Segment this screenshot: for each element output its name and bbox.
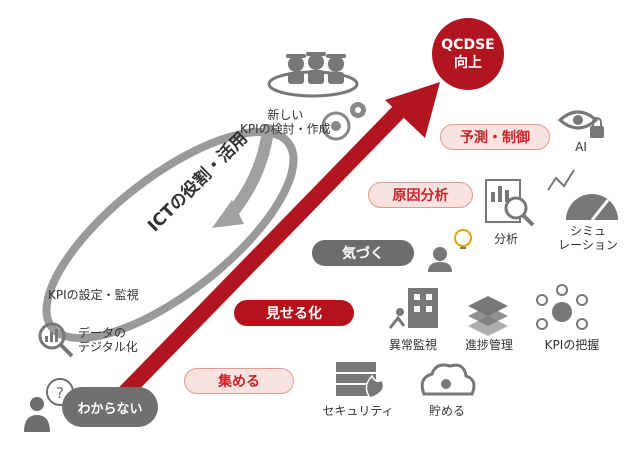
- cloud-icon: [420, 363, 476, 396]
- kpi-setting-label: KPIの設定・監視: [48, 288, 139, 302]
- gauge-icon: [547, 169, 618, 221]
- tool-progress: 進捗管理: [464, 338, 513, 352]
- tool-simulation: シミュ レーション: [555, 224, 621, 252]
- stage-visualize: 見せる化: [234, 300, 354, 326]
- svg-text:?: ?: [56, 384, 64, 402]
- main-arrow: [104, 82, 440, 414]
- digital-line2: デジタル化: [78, 340, 138, 354]
- tool-kpi-grasp: KPIの把握: [544, 338, 600, 352]
- tool-security: セキュリティ: [322, 404, 394, 418]
- start-label: わからない: [77, 401, 143, 417]
- lightbulb-user-icon: [428, 229, 472, 272]
- magnifier-chart-icon: [38, 322, 74, 358]
- kpi-hub-icon: [536, 284, 588, 330]
- tool-analysis: 分析: [493, 232, 518, 246]
- tool-anomaly: 異常監視: [388, 338, 437, 352]
- firewall-icon: [336, 362, 385, 399]
- new-kpi-label: 新しい KPIの検討・作成: [240, 108, 331, 136]
- digital-line1: データの: [78, 326, 127, 340]
- goal-circle: QCDSE 向上: [432, 18, 504, 90]
- tool-store: 貯める: [428, 404, 465, 418]
- cycle-ellipse: [42, 127, 298, 343]
- new-kpi-line2: KPIの検討・作成: [240, 122, 331, 136]
- workers-icon: [267, 52, 359, 98]
- digital-label: データの デジタル化: [78, 326, 138, 354]
- cycle-arrow: [212, 124, 274, 228]
- goal-line1: QCDSE: [441, 37, 495, 53]
- analysis-icon: [485, 179, 535, 227]
- tool-ai: AI: [575, 140, 587, 154]
- stage-cause: 原因分析: [368, 182, 473, 208]
- layers-icon: [468, 296, 508, 336]
- ai-eye-lock-icon: [557, 110, 604, 138]
- goal-line2: 向上: [454, 55, 482, 71]
- stage-notice: 気づく: [312, 240, 414, 266]
- simulation-line2: レーション: [558, 238, 618, 252]
- stage-collect: 集める: [184, 368, 294, 394]
- start-bubble: わからない: [62, 387, 158, 427]
- anomaly-icon: [388, 288, 438, 329]
- simulation-line1: シミュ: [569, 224, 606, 238]
- gears-icon: [321, 102, 366, 141]
- new-kpi-line1: 新しい: [267, 108, 304, 122]
- stage-predict: 予測・制御: [440, 124, 550, 150]
